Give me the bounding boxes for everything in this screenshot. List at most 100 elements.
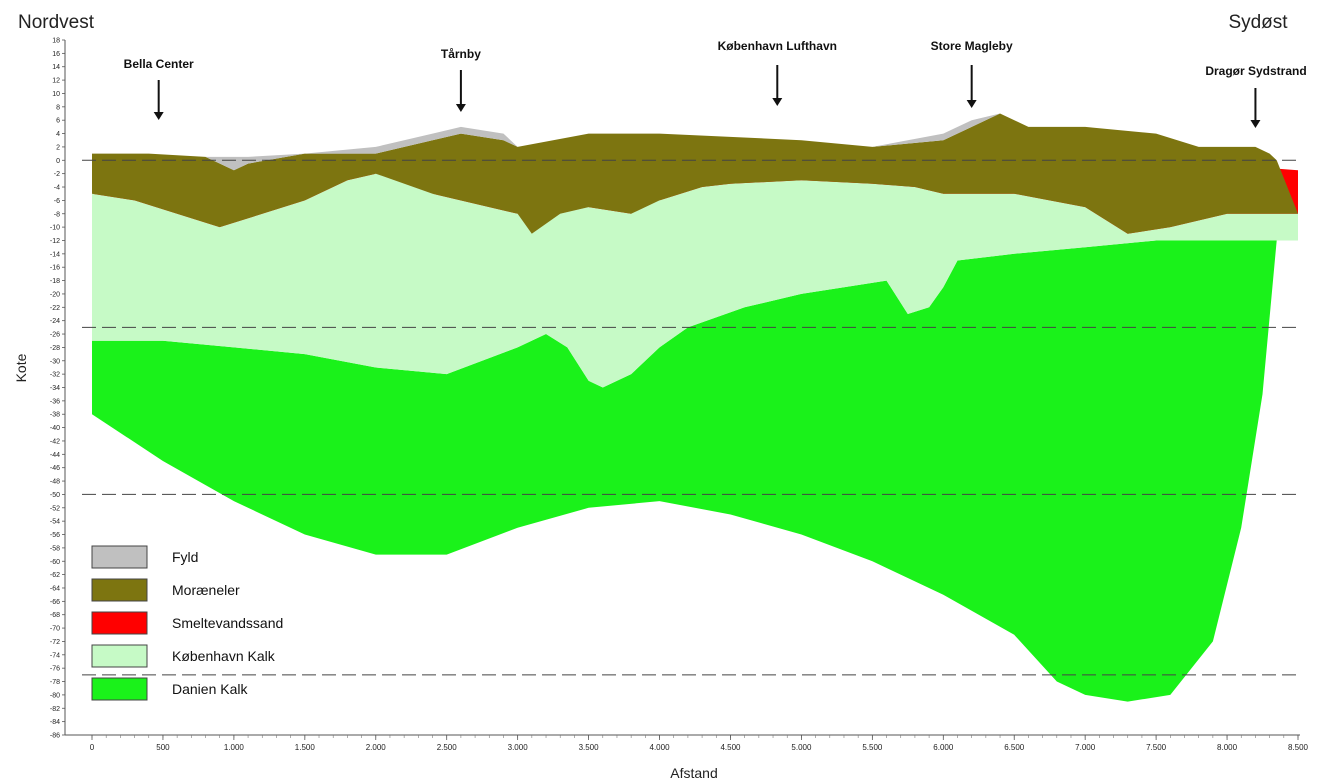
y-tick-label: 14 [52,64,60,71]
axes: 18 16 14 12 10 8 6 4 2 0 -2 -4 -6 -8 -10 -12 -14 -16 -18 -2… [50,38,1309,753]
layer-moraeneler [92,113,1298,234]
y-tick-label: -86 [50,733,60,740]
y-tick-label: -66 [50,599,60,606]
y-tick-label: -44 [50,452,60,459]
y-tick-label: -74 [50,652,60,659]
x-tick-label: 2.000 [366,743,387,752]
y-tick-label: -10 [50,225,60,232]
location-label-dragor-sydstrand: Dragør Sydstrand [1205,64,1306,78]
y-tick-label: 16 [52,51,60,58]
y-tick-label: -42 [50,438,60,445]
y-tick-label: 4 [56,131,60,138]
y-tick-label: -28 [50,345,60,352]
y-tick-label: -50 [50,492,60,499]
y-tick-label: 10 [52,91,60,98]
layer-danien-kalk [92,240,1277,702]
x-tick-label: 7.500 [1146,743,1167,752]
legend-swatch-fyld [91,545,148,569]
y-tick-label: -16 [50,265,60,272]
x-tick-label: 5.500 [862,743,883,752]
y-tick-label: -84 [50,719,60,726]
y-tick-label: -78 [50,679,60,686]
x-tick-label: 1.500 [295,743,316,752]
x-tick-label: 0 [90,743,95,752]
y-tick-label: -54 [50,519,60,526]
y-tick-label: -56 [50,532,60,539]
y-tick-label: -60 [50,559,60,566]
y-tick-label: -12 [50,238,60,245]
location-arrow-head [153,112,164,120]
legend-swatch-danien-kalk [91,677,148,701]
y-axis-title: Kote [13,353,29,382]
y-tick-label: 18 [52,38,60,45]
location-label-kobenhavn-lufthavn: København Lufthavn [718,39,837,53]
reference-lines [82,159,1300,676]
y-tick-label: -48 [50,479,60,486]
y-tick-label: -58 [50,545,60,552]
y-tick-label: -76 [50,666,60,673]
y-tick-label: -26 [50,332,60,339]
x-tick-label: 8.500 [1288,743,1309,752]
y-tick-label: 12 [52,78,60,85]
y-tick-label: 2 [56,144,60,151]
x-tick-label: 5.000 [791,743,812,752]
x-tick-label: 3.500 [579,743,600,752]
location-arrow-head [455,104,466,112]
x-tick-label: 6.000 [933,743,954,752]
y-tick-label: -80 [50,692,60,699]
y-tick-label: -32 [50,372,60,379]
legend-swatch-smeltevandssand [91,611,148,635]
y-tick-label: -68 [50,612,60,619]
y-tick-label: -24 [50,318,60,325]
legend-label-fyld: Fyld [172,549,198,565]
y-tick-label: -52 [50,505,60,512]
x-tick-label: 1.000 [224,743,245,752]
y-tick-label: -18 [50,278,60,285]
x-tick-label: 500 [156,743,170,752]
legend-label-danien-kalk: Danien Kalk [172,681,248,697]
y-tick-label: -4 [54,185,60,192]
x-tick-label: 4.500 [720,743,741,752]
y-tick-label: -46 [50,465,60,472]
x-tick-label: 6.500 [1004,743,1025,752]
y-tick-label: 0 [56,158,60,165]
location-label-store-magleby: Store Magleby [931,39,1013,53]
direction-right-label: Sydøst [1228,12,1288,33]
y-tick-label: -2 [54,171,60,178]
y-tick-label: -64 [50,585,60,592]
y-tick-label: -62 [50,572,60,579]
location-arrow-head [772,98,783,106]
legend-swatch-moraeneler [91,578,148,602]
x-axis-title: Afstand [670,765,717,781]
y-tick-label: -22 [50,305,60,312]
location-label-tarnby: Tårnby [441,47,481,61]
legend-swatch-kobenhavn-kalk [91,644,148,668]
y-tick-label: -6 [54,198,60,205]
y-tick-label: 8 [56,104,60,111]
y-tick-label: -36 [50,398,60,405]
y-tick-label: -14 [50,251,60,258]
y-tick-label: -30 [50,358,60,365]
y-tick-label: -38 [50,412,60,419]
location-arrow-head [966,100,977,108]
x-tick-label: 2.500 [437,743,458,752]
y-tick-label: -72 [50,639,60,646]
layer-kobenhavn-kalk [92,173,1298,388]
legend-label-smeltevandssand: Smeltevandssand [172,615,283,631]
y-tick-label: -40 [50,425,60,432]
y-tick-label: -82 [50,706,60,713]
location-arrow-head [1250,120,1261,128]
geological-layers [92,113,1298,702]
x-tick-label: 3.000 [508,743,529,752]
y-tick-label: -34 [50,385,60,392]
x-tick-label: 7.000 [1075,743,1096,752]
direction-left-label: Nordvest [18,12,95,33]
y-tick-label: 6 [56,118,60,125]
y-tick-label: -8 [54,211,60,218]
x-tick-label: 4.000 [650,743,671,752]
y-tick-label: -20 [50,291,60,298]
